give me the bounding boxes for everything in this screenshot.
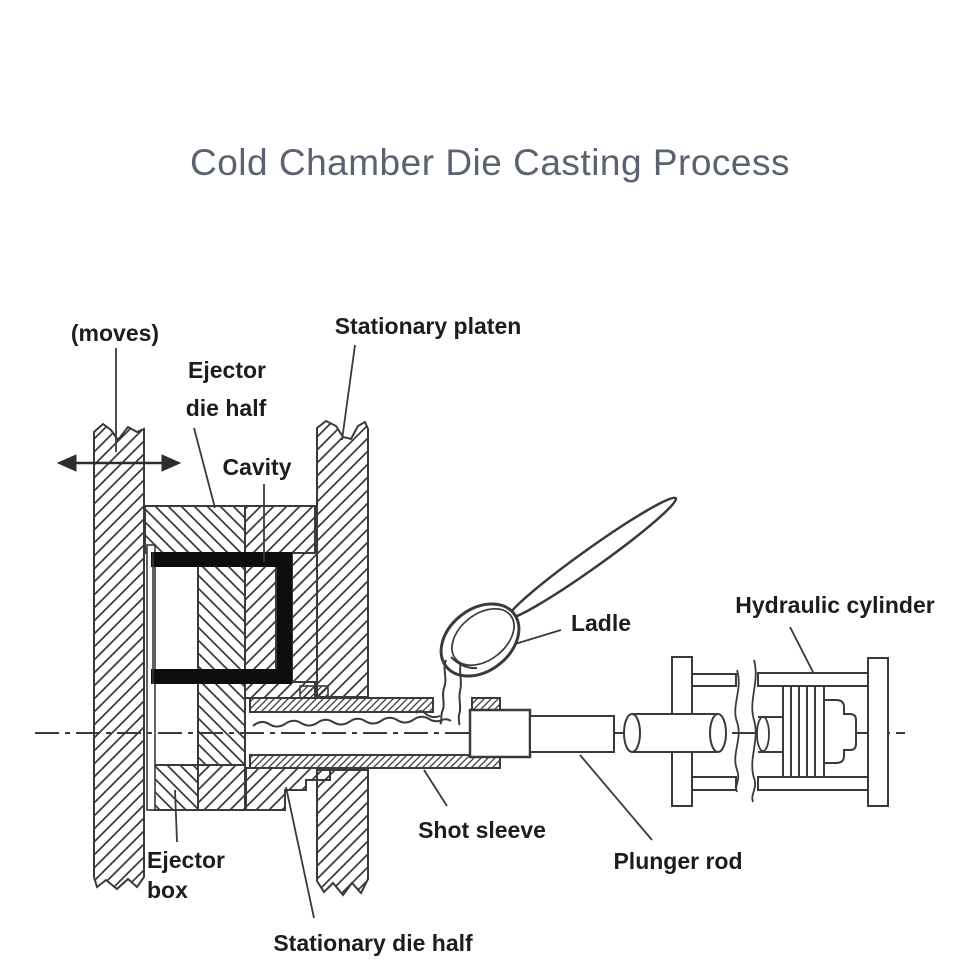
label-ejector-die-half-line1: Ejector [188, 357, 266, 383]
labels: (moves) Ejector die half Stationary plat… [71, 313, 935, 956]
moving-platen [93, 422, 145, 891]
leader-stationary-die-half [285, 786, 315, 919]
piston [782, 685, 825, 778]
label-cavity: Cavity [222, 454, 291, 480]
stationary-die-half [244, 505, 331, 811]
piston-nut [823, 699, 857, 764]
stationary-platen [316, 419, 369, 897]
page-title: Cold Chamber Die Casting Process [190, 142, 790, 183]
label-stationary-die-half: Stationary die half [273, 930, 473, 956]
ladle [415, 496, 678, 726]
break-line [751, 659, 757, 803]
movement-arrow [56, 454, 182, 472]
molten-metal [252, 715, 452, 728]
label-ejector-box-line2: box [147, 877, 188, 903]
label-stationary-platen: Stationary platen [335, 313, 522, 339]
break-line [734, 669, 740, 793]
label-moves: (moves) [71, 320, 159, 346]
leader-ejector-die-half [193, 427, 216, 509]
ejector-die-half [144, 505, 246, 811]
leader-stationary-platen [341, 344, 356, 441]
plunger-tip [468, 708, 532, 759]
label-ejector-box-line1: Ejector [147, 847, 225, 873]
cavity-outline [151, 552, 292, 684]
plunger-rod [529, 715, 615, 753]
leader-plunger-rod [579, 754, 653, 841]
label-ejector-die-half-line2: die half [186, 395, 267, 421]
shot-sleeve [249, 697, 501, 769]
hydraulic-cylinder [751, 657, 889, 807]
coupling-bracket [623, 656, 740, 807]
pour-stream [415, 659, 462, 726]
leader-ejector-box [174, 789, 178, 843]
leader-shot-sleeve [423, 769, 448, 807]
ladle-bowl [439, 602, 521, 678]
label-ladle: Ladle [571, 610, 631, 636]
leader-hydraulic-cylinder [789, 626, 814, 673]
leader-lines [115, 344, 814, 919]
label-plunger-rod: Plunger rod [613, 848, 742, 874]
leader-ladle [514, 629, 562, 645]
plunger-rod-segment [623, 713, 727, 753]
label-hydraulic-cylinder: Hydraulic cylinder [735, 592, 934, 618]
ladle-handle [506, 496, 678, 620]
label-shot-sleeve: Shot sleeve [418, 817, 546, 843]
